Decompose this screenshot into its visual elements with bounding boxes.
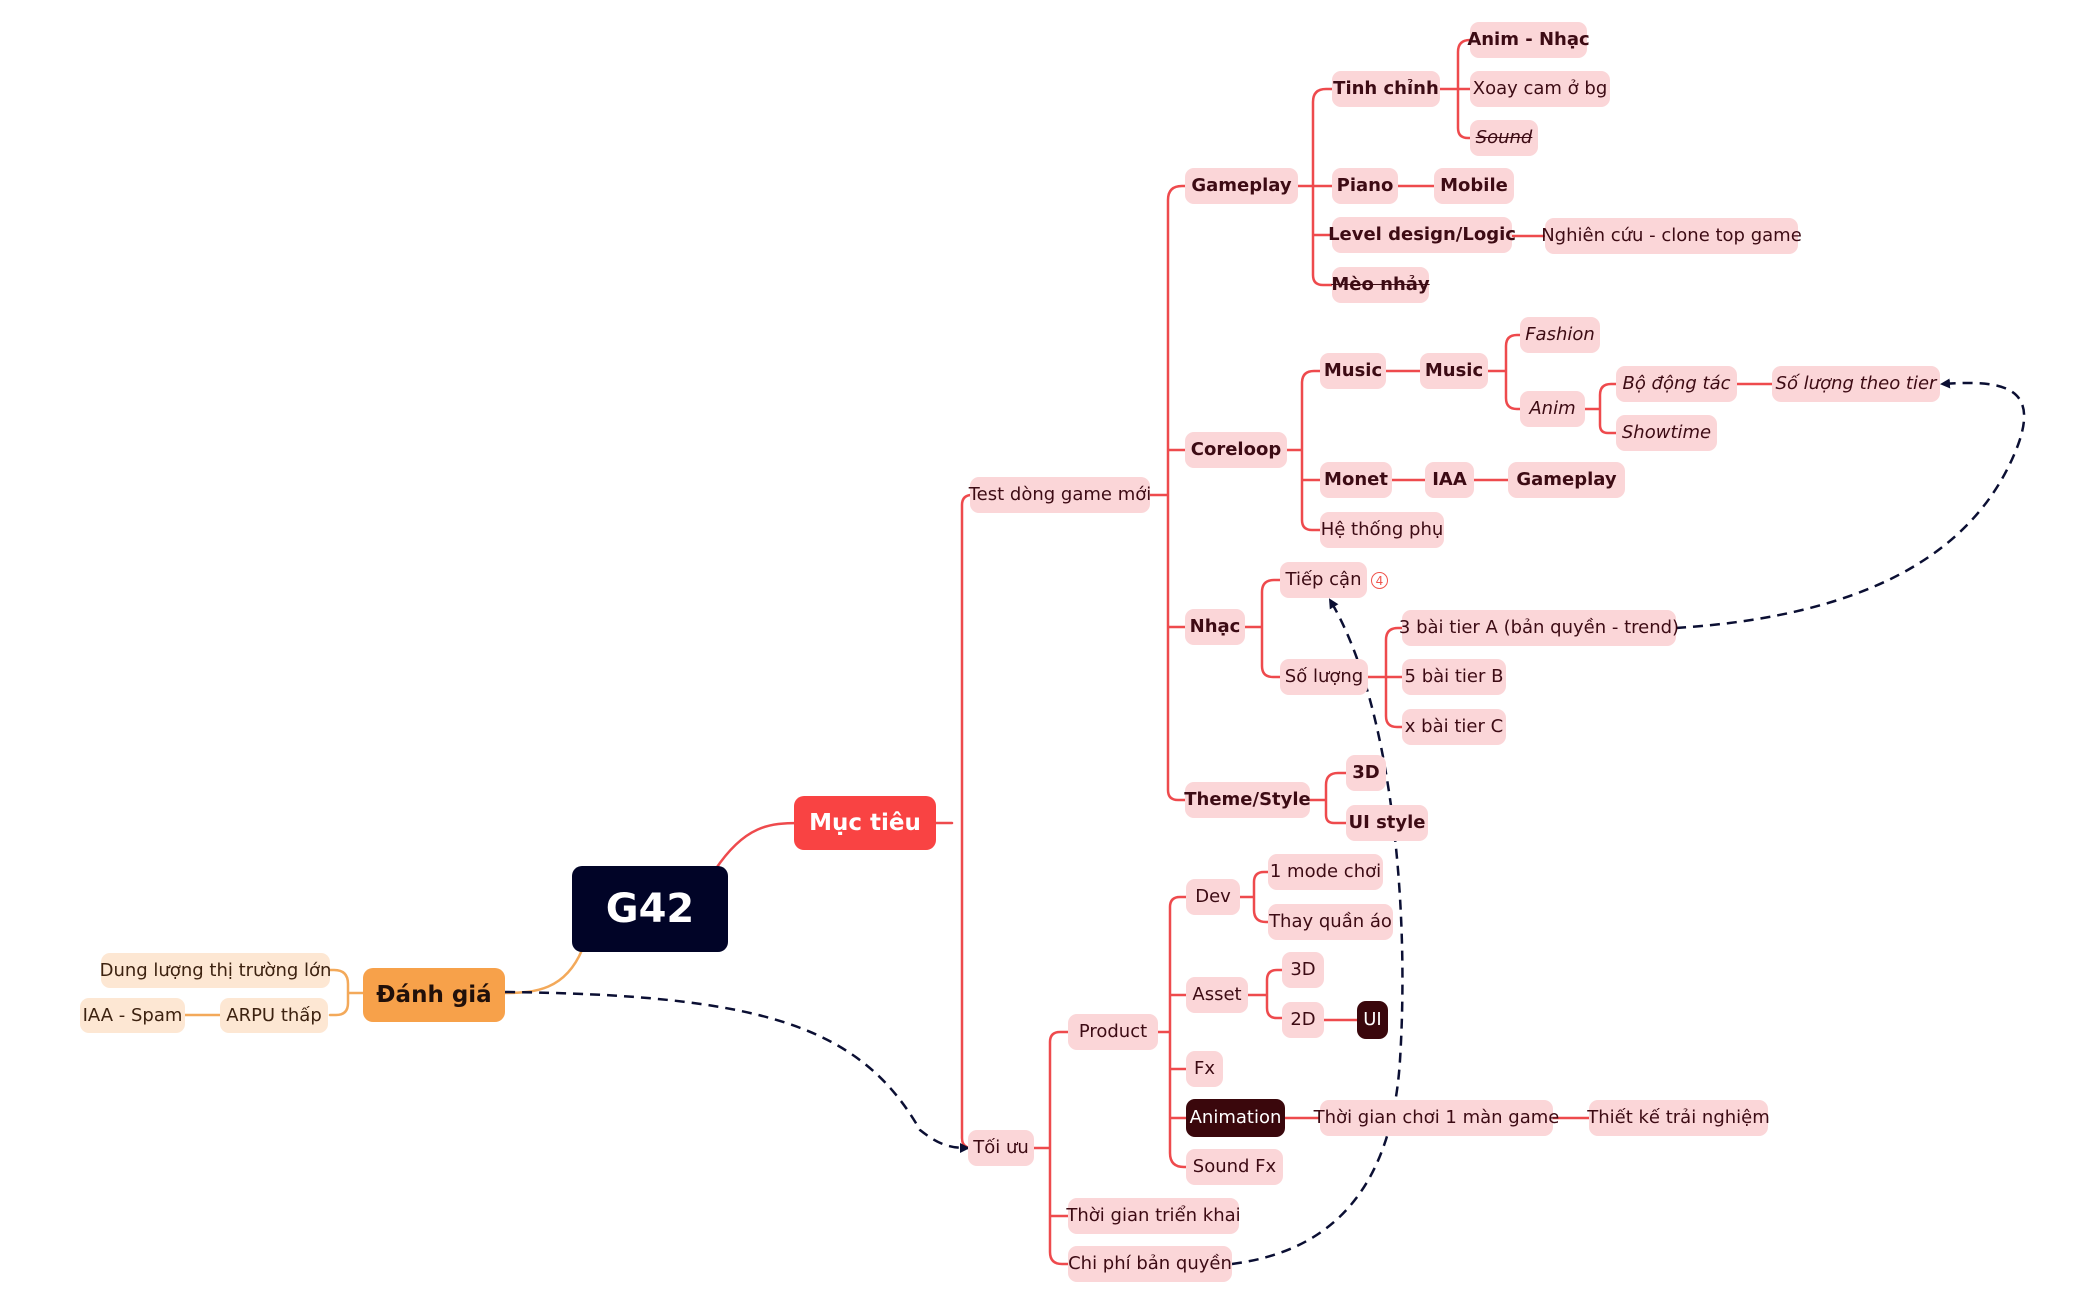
fx-node[interactable]: Fx: [1186, 1051, 1223, 1087]
music-node[interactable]: Music: [1320, 353, 1386, 389]
asset-3d-node[interactable]: 3D: [1282, 952, 1324, 988]
sound-node[interactable]: Sound: [1470, 120, 1538, 156]
link-root-danh-gia: [503, 948, 584, 995]
link-gameplay-children: [1296, 87, 1334, 287]
piano-node[interactable]: Piano: [1332, 168, 1398, 204]
theme-3d-node[interactable]: 3D: [1346, 755, 1386, 791]
relation-tier-a-so-luong: [1675, 378, 2026, 630]
product-node[interactable]: Product: [1068, 1014, 1158, 1050]
link-product-children: [1156, 895, 1188, 1169]
ui-node[interactable]: UI: [1357, 1001, 1388, 1039]
nghien-cuu-node[interactable]: Nghiên cứu - clone top game: [1541, 218, 1802, 254]
tier-c-node[interactable]: x bài tier C: [1402, 709, 1506, 745]
he-thong-phu-node[interactable]: Hệ thống phụ: [1320, 512, 1444, 548]
asset-2d-node[interactable]: 2D: [1282, 1002, 1324, 1038]
link-theme-children: [1308, 771, 1348, 825]
tier-a-node[interactable]: 3 bài tier A (bản quyền - trend): [1399, 610, 1679, 646]
anim-nhac-node[interactable]: Anim - Nhạc: [1467, 22, 1590, 58]
link-root-muc-tieu: [713, 821, 802, 872]
music-sub-node[interactable]: Music: [1420, 353, 1488, 389]
thoi-gian-trien-khai-node[interactable]: Thời gian triển khai: [1066, 1198, 1241, 1234]
relation-danh-gia-toi-uu: [504, 990, 970, 1153]
relation-chi-phi-tiep-can: [1231, 598, 1404, 1266]
level-design-node[interactable]: Level design/Logic: [1328, 217, 1516, 253]
thiet-ke-trai-nghiem-node[interactable]: Thiết kế trải nghiệm: [1587, 1100, 1770, 1136]
link-toi-uu-children: [1032, 1030, 1070, 1266]
link-test-children: [1148, 184, 1190, 802]
link-tinh-chinh-children: [1438, 38, 1472, 140]
dung-luong-node[interactable]: Dung lượng thị trường lớn: [100, 953, 331, 988]
link-danh-gia-children: [328, 968, 365, 1017]
arpu-node[interactable]: ARPU thấp: [220, 998, 328, 1033]
link-muc-tieu-children: [933, 493, 974, 1150]
gameplay-node[interactable]: Gameplay: [1185, 168, 1298, 204]
muc-tieu-node[interactable]: Mục tiêu: [794, 796, 936, 850]
link-anim-children: [1583, 382, 1618, 435]
thay-quan-ao-node[interactable]: Thay quần áo: [1268, 904, 1393, 940]
thoi-gian-choi-node[interactable]: Thời gian chơi 1 màn game: [1314, 1100, 1559, 1136]
danh-gia-node[interactable]: Đánh giá: [363, 968, 505, 1022]
link-music-sub-children: [1486, 333, 1522, 411]
link-asset-children: [1246, 968, 1284, 1020]
coreloop-node[interactable]: Coreloop: [1185, 432, 1287, 468]
ui-style-node[interactable]: UI style: [1346, 805, 1428, 841]
link-so-luong-tiers: [1366, 626, 1404, 729]
link-coreloop-children: [1285, 369, 1322, 532]
animation-node[interactable]: Animation: [1186, 1099, 1285, 1137]
so-luong-node[interactable]: Số lượng: [1280, 659, 1368, 695]
iaa-spam-node[interactable]: IAA - Spam: [80, 998, 185, 1033]
anim-node[interactable]: Anim: [1520, 391, 1585, 427]
link-dev-children: [1238, 870, 1270, 924]
fashion-node[interactable]: Fashion: [1520, 317, 1600, 353]
root-node[interactable]: G42: [572, 866, 728, 952]
so-luong-theo-tier-node[interactable]: Số lượng theo tier: [1772, 366, 1940, 402]
mobile-node[interactable]: Mobile: [1434, 168, 1514, 204]
asset-node[interactable]: Asset: [1186, 977, 1248, 1013]
showtime-node[interactable]: Showtime: [1616, 415, 1717, 451]
toi-uu-node[interactable]: Tối ưu: [968, 1130, 1034, 1166]
chi-phi-ban-quyen-node[interactable]: Chi phí bản quyền: [1068, 1246, 1232, 1282]
tiep-can-count-badge: 4: [1371, 572, 1388, 589]
nhac-node[interactable]: Nhạc: [1185, 609, 1245, 645]
monet-gameplay-node[interactable]: Gameplay: [1508, 462, 1625, 498]
link-nhac-children: [1243, 578, 1282, 679]
iaa-node[interactable]: IAA: [1425, 462, 1474, 498]
one-mode-node[interactable]: 1 mode chơi: [1268, 854, 1383, 890]
sound-fx-node[interactable]: Sound Fx: [1186, 1149, 1283, 1185]
tier-b-node[interactable]: 5 bài tier B: [1402, 659, 1506, 695]
test-dong-game-node[interactable]: Test dòng game mới: [969, 477, 1151, 513]
tiep-can-node[interactable]: Tiếp cận: [1280, 562, 1367, 598]
bo-dong-tac-node[interactable]: Bộ động tác: [1616, 366, 1737, 402]
theme-style-node[interactable]: Theme/Style: [1184, 782, 1311, 818]
tinh-chinh-node[interactable]: Tinh chỉnh: [1332, 71, 1440, 107]
monet-node[interactable]: Monet: [1320, 462, 1392, 498]
dev-node[interactable]: Dev: [1186, 879, 1240, 915]
meo-nhay-node[interactable]: Mèo nhảy: [1331, 267, 1430, 303]
xoay-cam-node[interactable]: Xoay cam ở bg: [1470, 71, 1610, 107]
